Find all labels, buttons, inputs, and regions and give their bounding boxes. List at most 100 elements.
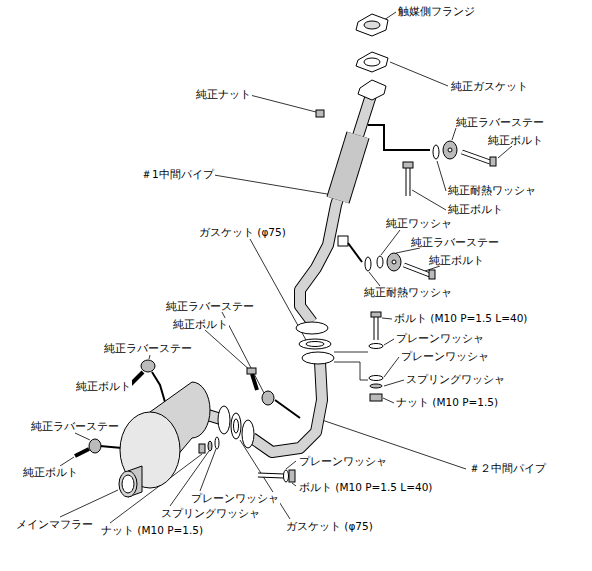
heat-washer bbox=[433, 145, 439, 159]
rubber-stay bbox=[262, 391, 274, 405]
part-label: スプリングワッシャ bbox=[405, 373, 506, 385]
bolt-head bbox=[403, 162, 413, 168]
bolt-head bbox=[371, 312, 381, 317]
part-label: 純正ラバーステー bbox=[103, 342, 193, 354]
part-label: 純正ガスケット bbox=[450, 80, 529, 92]
part-label: 純正耐熱ワッシャ bbox=[447, 184, 537, 196]
part-label: プレーンワッシャ bbox=[395, 332, 485, 344]
part-label: 純正ワッシャ bbox=[385, 217, 453, 229]
bracket bbox=[275, 400, 300, 418]
part-label: メインマフラー bbox=[15, 518, 94, 530]
part-label: 純正耐熱ワッシャ bbox=[363, 286, 453, 298]
part-label: ガスケット (φ75) bbox=[198, 226, 287, 238]
bracket bbox=[100, 446, 122, 448]
pipe-2 bbox=[231, 339, 334, 452]
bolt-shaft bbox=[404, 265, 430, 275]
bracket bbox=[348, 243, 362, 262]
bolt-shaft bbox=[462, 152, 490, 162]
outlet-flange bbox=[242, 420, 254, 448]
pipe-body bbox=[252, 362, 322, 452]
plain-washer bbox=[369, 376, 383, 381]
pipe-outline bbox=[300, 92, 372, 322]
tailpipe bbox=[119, 471, 137, 497]
leader-lines bbox=[60, 12, 512, 523]
gasket-hole bbox=[364, 58, 380, 66]
part-label: ガスケット (φ75) bbox=[285, 520, 374, 532]
bolt-shaft bbox=[406, 168, 411, 196]
plain-washer bbox=[215, 437, 219, 449]
gasket-hole bbox=[234, 419, 239, 433]
spring-washer bbox=[208, 441, 212, 451]
flange bbox=[356, 14, 388, 36]
bracket bbox=[368, 125, 430, 150]
part-label: プレーンワッシャ bbox=[298, 455, 388, 467]
part-label: ナット (M10 P=1.5) bbox=[100, 524, 204, 536]
rubber-stay bbox=[141, 360, 155, 372]
bolt-shaft bbox=[375, 317, 378, 340]
plain-washer bbox=[284, 470, 289, 482]
part-label: 純正ボルト bbox=[22, 466, 79, 478]
inlet-flange bbox=[358, 80, 386, 100]
stay-plate bbox=[338, 236, 348, 246]
gasket bbox=[356, 52, 388, 72]
part-label: 純正ラバーステー bbox=[455, 116, 545, 128]
resonator-body bbox=[338, 135, 358, 200]
part-label: 純正ボルト bbox=[447, 203, 504, 215]
leader-line bbox=[60, 12, 512, 523]
bolt-head bbox=[247, 368, 256, 374]
heat-washer bbox=[365, 257, 371, 271]
bolt-shaft bbox=[404, 265, 430, 275]
part-label: ボルト (M10 P=1.5 L=40) bbox=[393, 312, 528, 324]
inlet-flange bbox=[302, 352, 334, 364]
rubber-stay bbox=[387, 253, 401, 271]
part-label: 純正ボルト bbox=[75, 380, 132, 392]
gasket bbox=[299, 339, 331, 349]
spring-washer bbox=[370, 384, 382, 388]
plain-washer bbox=[369, 344, 383, 349]
part-label: 純正ボルト bbox=[487, 134, 544, 146]
part-label: 触媒側フランジ bbox=[397, 5, 476, 17]
gasket-hole bbox=[306, 342, 324, 347]
part-label: プレーンワッシャ bbox=[190, 492, 280, 504]
bolt-head bbox=[289, 470, 295, 482]
part-label: 純正ラバーステー bbox=[410, 236, 500, 248]
part-label: ナット (M10 P=1.5) bbox=[395, 396, 499, 408]
part-label: 純正ラバーステー bbox=[30, 420, 120, 432]
part-label: ボルト (M10 P=1.5 L=40) bbox=[298, 481, 433, 493]
part-label: 純正ラバーステー bbox=[165, 300, 255, 312]
rubber-hole bbox=[448, 148, 452, 152]
bolt-shaft bbox=[462, 152, 490, 162]
bolt-shaft bbox=[407, 168, 410, 196]
rubber-stay bbox=[443, 141, 457, 159]
main-muffler bbox=[119, 382, 230, 497]
part-label: 純正ナット bbox=[195, 88, 252, 100]
part-label: 純正ボルト bbox=[428, 254, 485, 266]
muffler-flange bbox=[218, 406, 230, 434]
resonator-outline bbox=[338, 135, 358, 200]
bolt-head bbox=[429, 270, 435, 279]
flange-hole bbox=[364, 21, 380, 29]
bolt-shaft bbox=[252, 374, 257, 390]
bolt-shaft bbox=[75, 449, 89, 456]
bolt-shaft bbox=[258, 475, 284, 476]
bolt-shaft bbox=[374, 317, 379, 340]
bracket-line bbox=[334, 352, 368, 380]
part-label: スプリングワッシャ bbox=[160, 507, 261, 519]
part-label: ＃２中間パイプ bbox=[468, 462, 547, 474]
washer bbox=[377, 256, 383, 268]
bolt-head bbox=[490, 157, 496, 166]
part-label: プレーンワッシャ bbox=[400, 350, 490, 362]
tailpipe-hole bbox=[122, 475, 134, 493]
outlet-flange bbox=[296, 322, 328, 334]
nut bbox=[316, 110, 324, 117]
pipe-body bbox=[300, 92, 372, 322]
part-label: ＃1中間パイプ bbox=[140, 168, 215, 180]
nut bbox=[370, 394, 382, 401]
catalyst-flange bbox=[356, 14, 388, 72]
bracket bbox=[152, 372, 165, 402]
pipe-outline bbox=[252, 362, 322, 452]
nut bbox=[199, 444, 205, 453]
rubber-hole bbox=[392, 260, 396, 264]
